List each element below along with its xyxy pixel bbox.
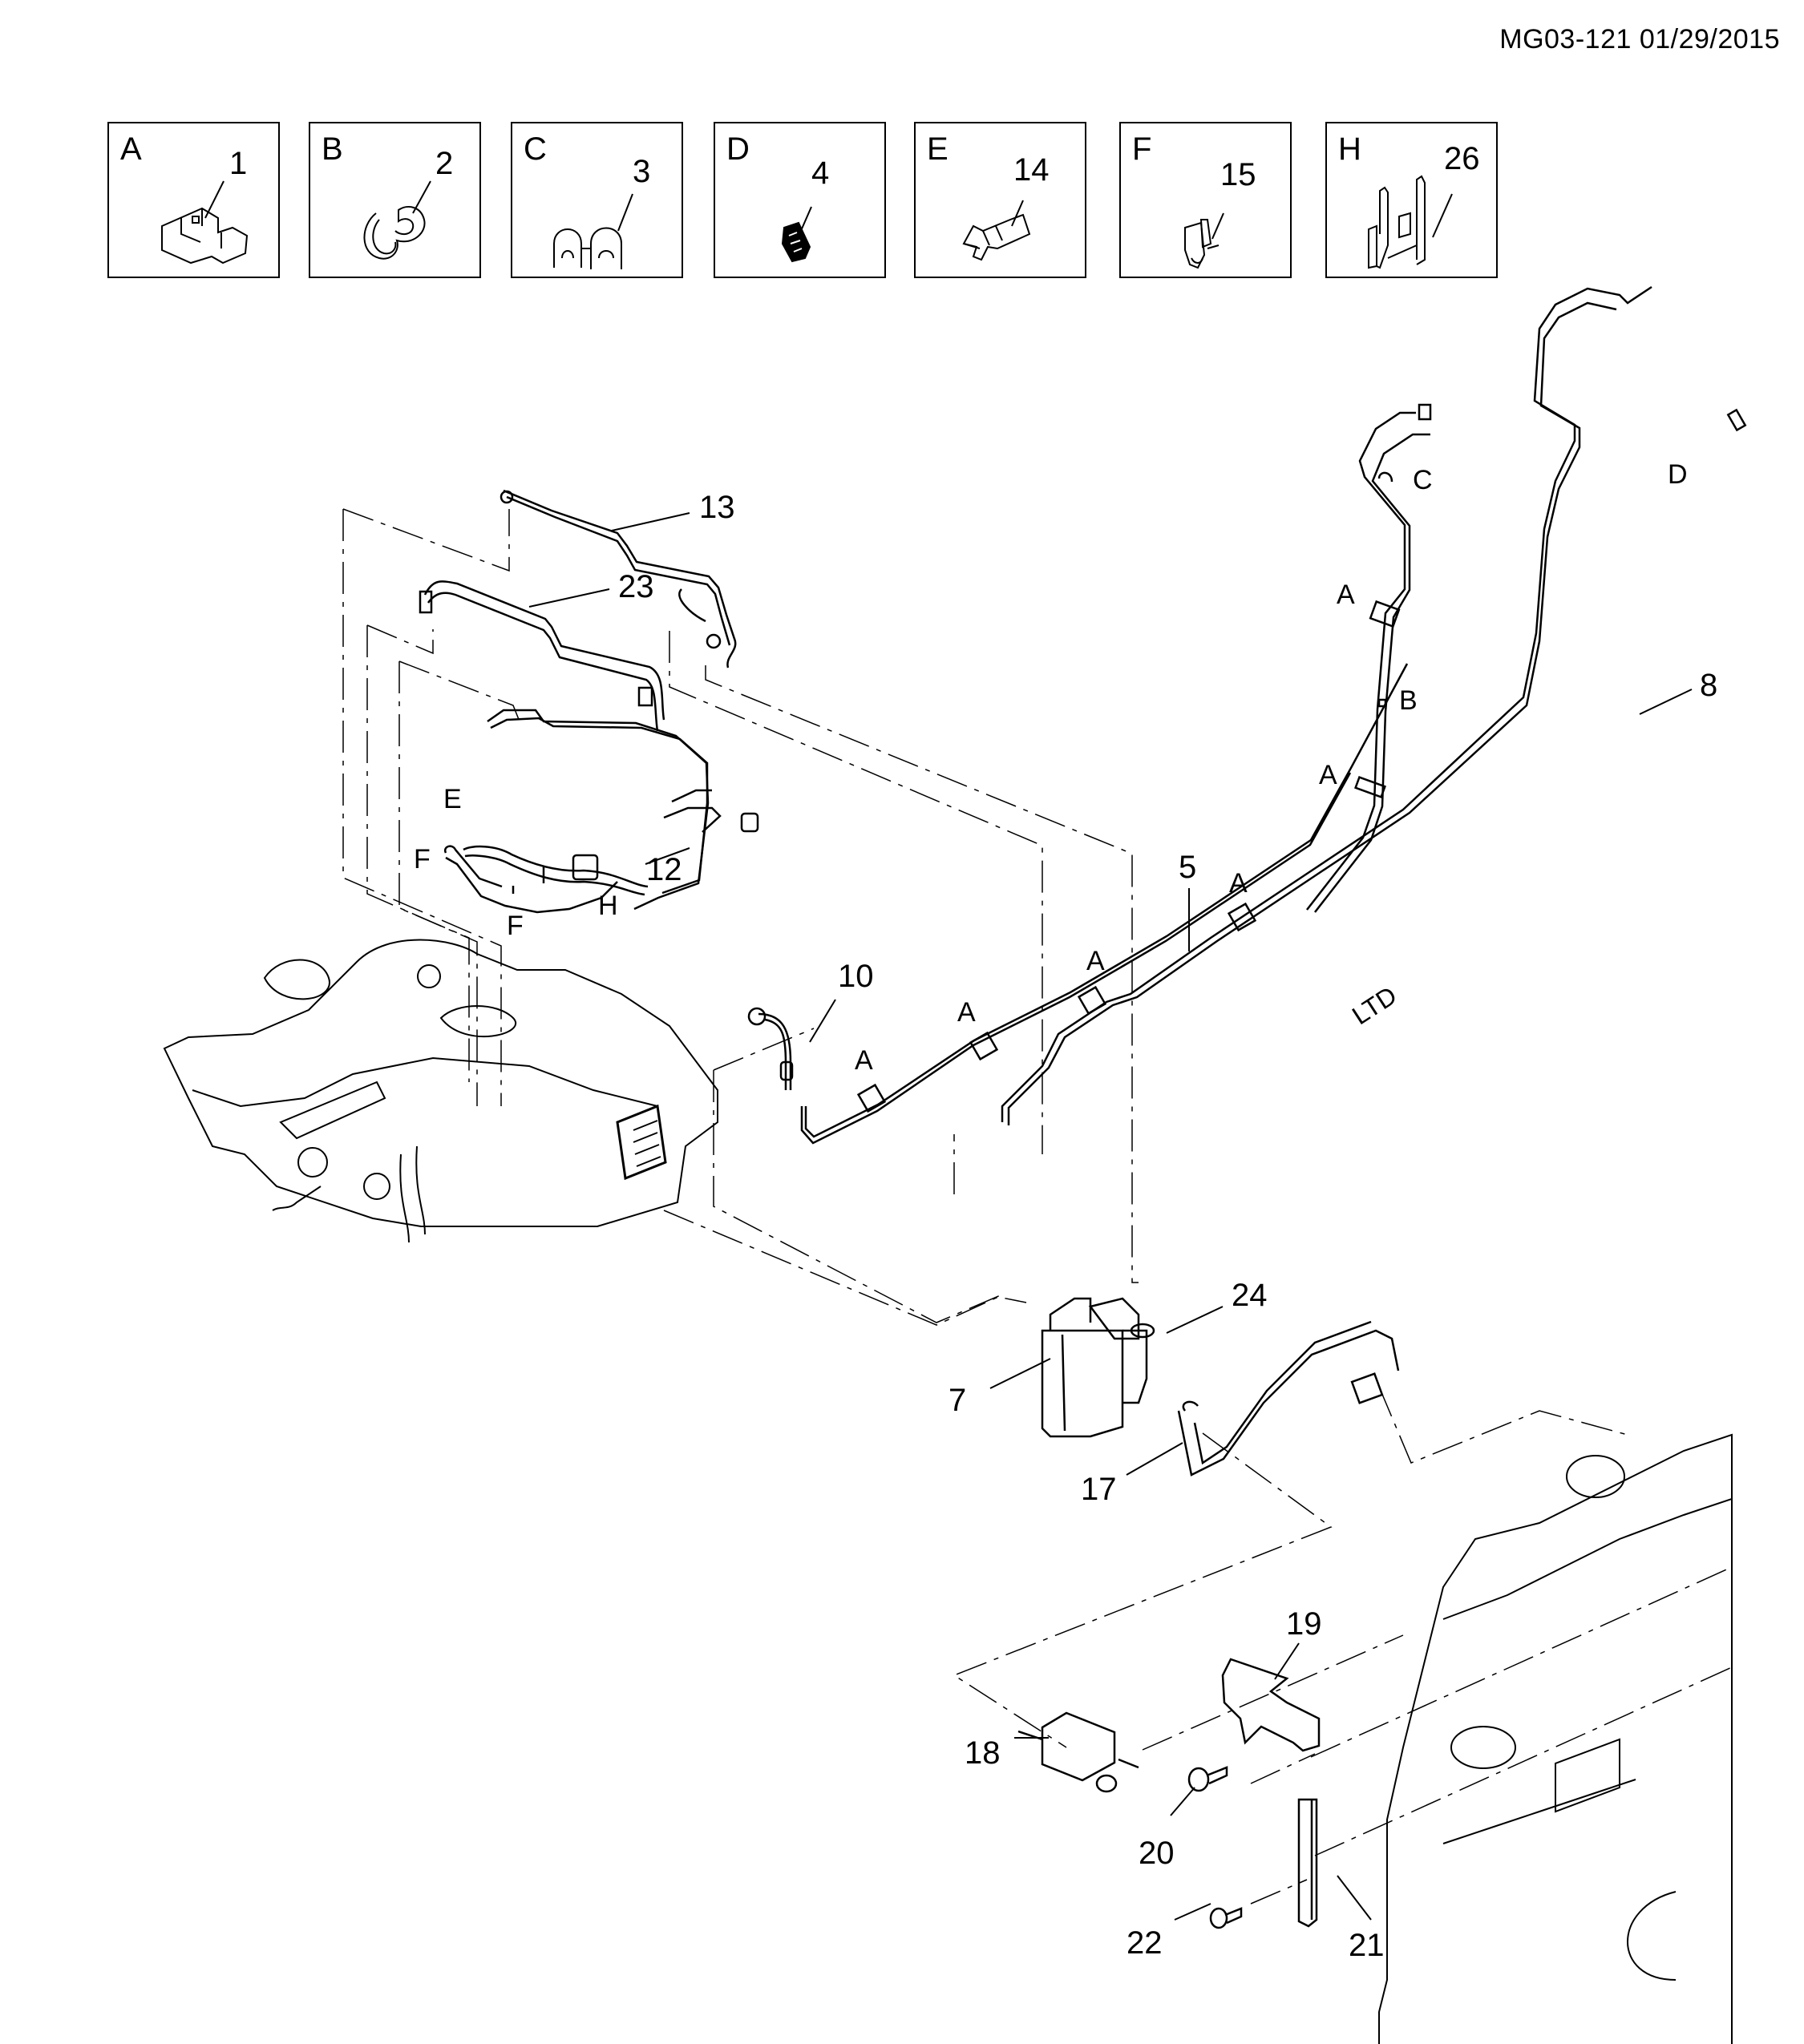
key-letter: D [726,131,750,167]
key-part-number: 2 [435,146,454,181]
part-20-bolt [1187,1766,1228,1792]
part-12-wiring-harness [443,709,759,914]
callout-19: 19 [1286,1606,1322,1642]
clip-ref-a: A [957,997,976,1028]
part-17-purge-hose [1177,1320,1400,1476]
engine-block [1378,1433,1733,2044]
callout-5: 5 [1179,850,1197,885]
clip-ref-e: E [443,784,462,814]
clip-ref-b: B [1399,685,1418,716]
key-box-d: D 4 [714,122,886,278]
callout-21: 21 [1349,1928,1385,1963]
document-id-date: MG03-121 01/29/2015 [1499,24,1780,55]
key-letter: C [524,131,547,167]
part-7-evap-canister [1041,1297,1155,1438]
clip-a-icon [161,180,249,265]
key-letter: B [322,131,343,167]
part-22-bolt [1209,1907,1243,1929]
key-box-h: H 26 [1325,122,1498,278]
callout-22: 22 [1126,1925,1163,1961]
part-23-vapor-hose [419,580,665,732]
key-part-number: 26 [1444,141,1480,176]
callout-23: 23 [618,569,654,604]
callout-8: 8 [1700,668,1718,703]
key-box-a: A 1 [107,122,280,278]
part-21-strap [1297,1798,1318,1928]
clip-ref-d: D [1668,459,1688,490]
part-18-purge-valve [1017,1711,1139,1793]
clip-h-icon [1368,175,1453,269]
key-part-number: 1 [229,146,248,181]
callout-18: 18 [965,1735,1001,1771]
key-box-b: B 2 [309,122,481,278]
part-10-hose [747,663,1409,1145]
key-box-c: C 3 [511,122,683,278]
clip-ref-f: F [414,844,431,875]
clip-ref-a: A [1337,580,1355,610]
part-13-vapor-hose [500,489,737,669]
clip-b-icon [363,180,431,260]
clip-f-icon [1184,212,1224,269]
clip-ref-a: A [1319,760,1337,790]
clip-ref-h: H [598,891,618,921]
clip-ref-a: A [1229,868,1248,899]
part-8-line [1001,285,1747,1125]
clip-ref-f: F [507,911,524,941]
key-letter: E [927,131,949,167]
clip-ref-a: A [1086,946,1105,976]
part-5-upper-line [1306,403,1432,913]
key-box-e: E 14 [914,122,1086,278]
key-part-number: 14 [1013,152,1050,188]
clip-c-icon [553,193,633,269]
callout-24: 24 [1232,1278,1268,1313]
clip-ref-c: C [1413,465,1433,495]
key-box-f: F 15 [1119,122,1292,278]
part-19-bracket [1221,1658,1321,1752]
callout-20: 20 [1139,1836,1175,1871]
key-part-number: 4 [811,156,830,191]
leader-lines [342,508,1733,1905]
callout-13: 13 [699,490,735,525]
key-letter: A [120,131,142,167]
callout-10: 10 [838,959,874,994]
fuel-tank [163,939,718,1243]
callout-7: 7 [949,1383,967,1418]
clip-ref-a: A [855,1045,873,1076]
callout-12: 12 [646,852,682,887]
key-part-number: 3 [633,154,651,189]
clip-e-icon [962,200,1031,261]
key-letter: H [1338,131,1361,167]
callout-17: 17 [1081,1472,1117,1507]
callout-leaders [528,512,1693,1921]
clip-d-icon [781,206,812,263]
key-part-number: 15 [1220,157,1256,192]
line-5-clips [856,902,1257,1113]
key-letter: F [1132,131,1152,167]
